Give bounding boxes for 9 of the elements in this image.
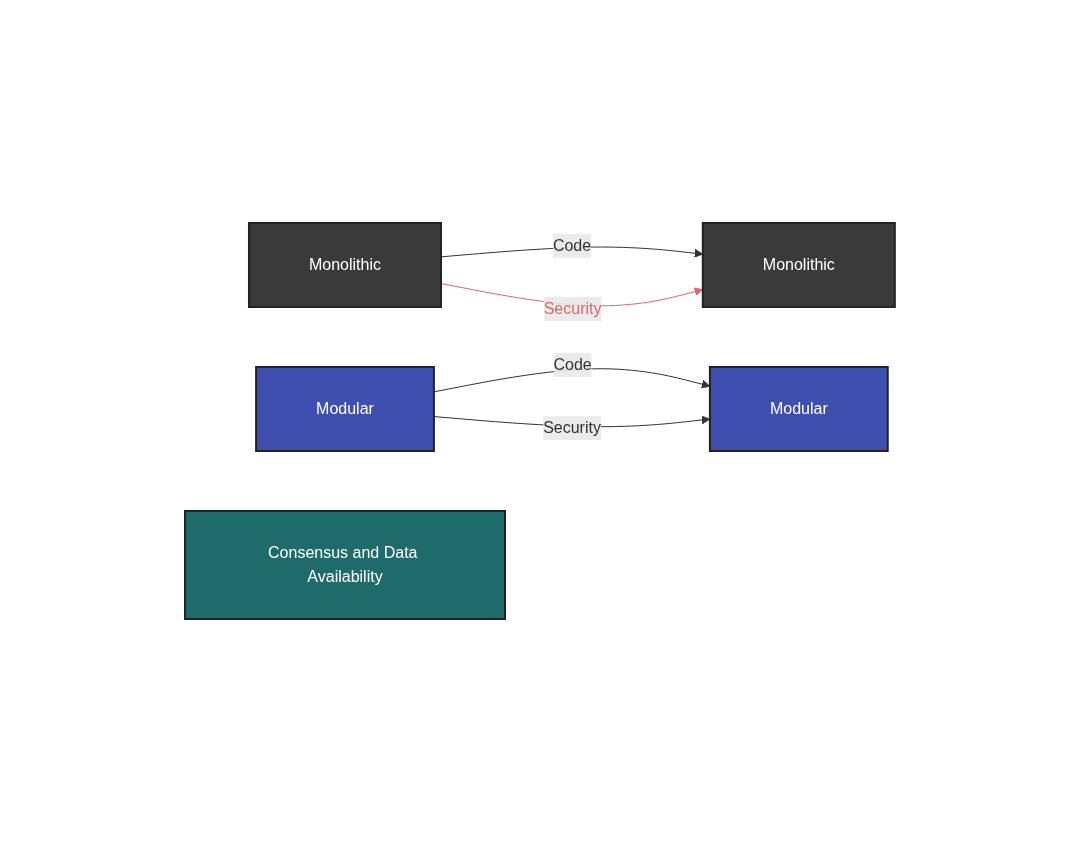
node-box: Consensus and Data Availability — [184, 509, 507, 620]
edge-label: Code — [552, 236, 592, 254]
node-box: Modular — [255, 365, 435, 452]
node-box: Modular — [709, 365, 889, 452]
node-box: Monolithic — [248, 221, 443, 308]
edge-label: Code — [553, 355, 592, 373]
edge-label: Security — [543, 299, 602, 317]
node-box: Monolithic — [701, 221, 896, 308]
edge-label: Security — [543, 418, 602, 436]
